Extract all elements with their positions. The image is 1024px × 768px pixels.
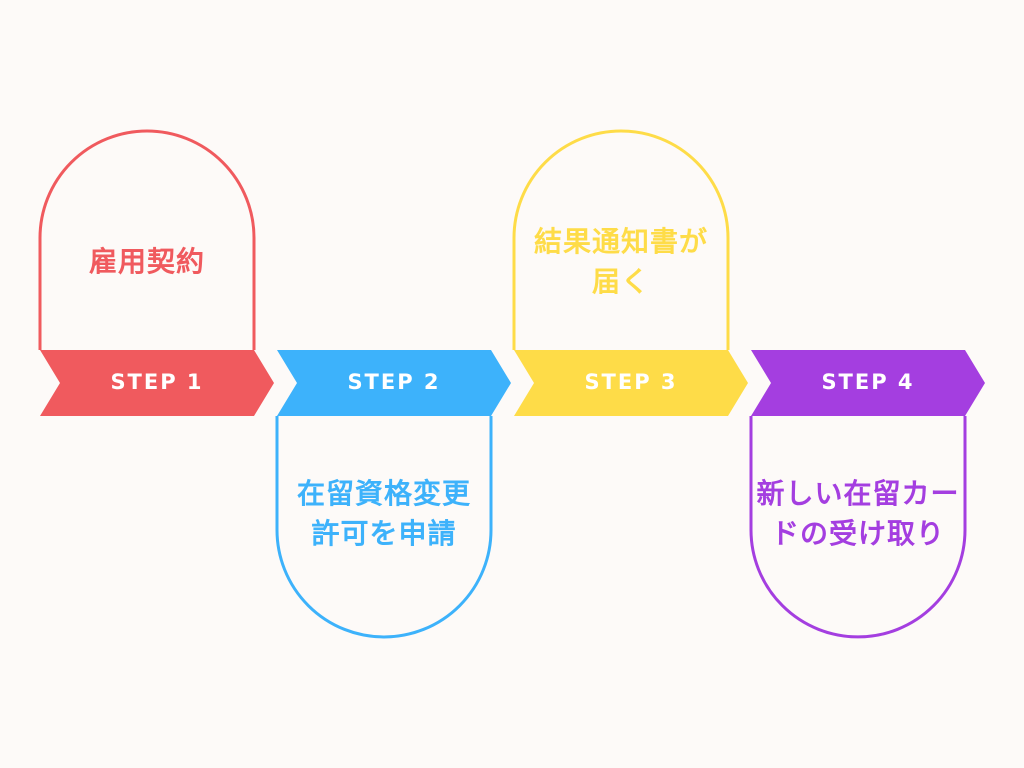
step-3-description-line-1: 結果通知書が	[533, 225, 708, 258]
step-4-description-line-2: ドの受け取り	[770, 517, 945, 550]
step-4-card-outline	[749, 416, 967, 639]
step-3-arrow	[514, 350, 748, 416]
step-1-description: 雇用契約	[40, 222, 254, 302]
step-4-description-line-1: 新しい在留カー	[756, 477, 960, 510]
step-2-label: STEP 2	[347, 370, 441, 394]
step-3-description-line-2: 届く	[591, 265, 650, 298]
step-3-card-outline	[512, 129, 730, 350]
step-2-card-outline	[275, 416, 493, 639]
step-3-label: STEP 3	[584, 370, 678, 394]
step-2-arrow	[277, 350, 511, 416]
step-1-description-line-1: 雇用契約	[88, 245, 205, 278]
step-4-arrow	[751, 350, 985, 416]
step-1-label: STEP 1	[110, 370, 204, 394]
step-2-description-line-2: 許可を申請	[311, 517, 457, 550]
step-3-description: 結果通知書が 届く	[514, 222, 728, 302]
step-1-card-outline	[38, 129, 256, 350]
step-2-description-line-1: 在留資格変更	[296, 477, 471, 510]
step-2-description: 在留資格変更 許可を申請	[277, 474, 491, 554]
step-4-label: STEP 4	[821, 370, 915, 394]
step-4-description: 新しい在留カー ドの受け取り	[751, 474, 965, 554]
step-1-arrow	[40, 350, 274, 416]
